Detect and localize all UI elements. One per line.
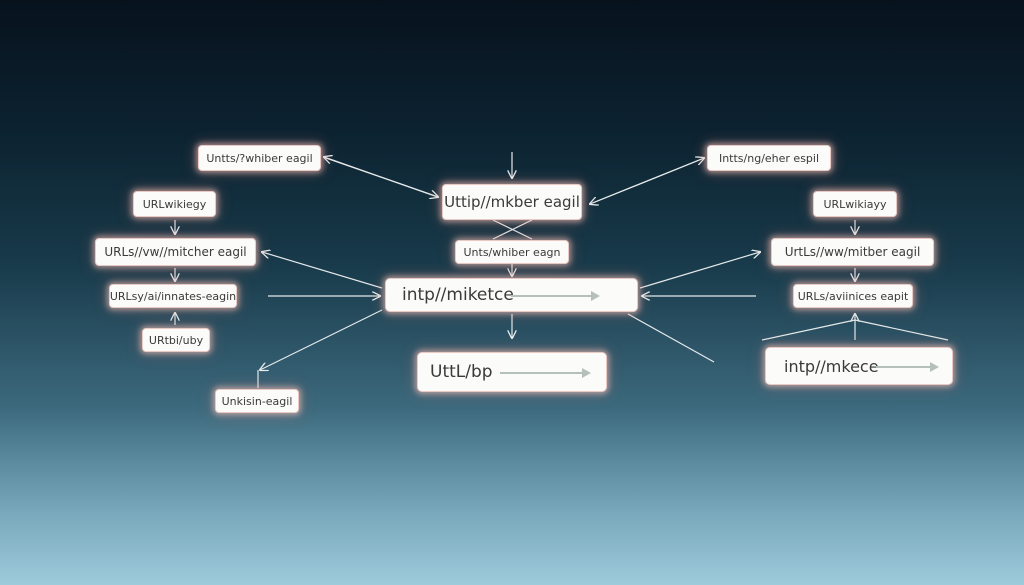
node-label: Untts/?whiber eagil bbox=[206, 151, 313, 165]
arrow-right-icon bbox=[876, 362, 939, 372]
node-center-bottom: UttL/bp bbox=[417, 352, 607, 392]
node-center-main: intp//miketce bbox=[385, 278, 638, 312]
node-left-2: URLs//vw//mitcher eagil bbox=[95, 238, 256, 266]
connector-arrow bbox=[260, 309, 383, 370]
connector-line bbox=[761, 319, 856, 341]
arrow-right-icon bbox=[511, 291, 600, 301]
connector-line bbox=[627, 313, 715, 363]
arrow-right-icon bbox=[500, 368, 591, 378]
node-label: intp//miketce bbox=[402, 285, 514, 305]
connector-arrow bbox=[325, 157, 438, 197]
node-label: URLs//vw//mitcher eagil bbox=[104, 245, 247, 259]
node-center-sub: Unts/whiber eagn bbox=[455, 240, 569, 264]
node-right-3: URLs/aviinices eapit bbox=[793, 284, 913, 308]
node-right-4: intp//mkece bbox=[765, 347, 953, 385]
connector-arrow bbox=[262, 252, 383, 289]
node-label: URLwikiegy bbox=[142, 197, 207, 211]
node-label: Unts/whiber eagn bbox=[463, 245, 561, 259]
node-right-1: URLwikiayy bbox=[813, 191, 897, 217]
node-left-5: Unkisin-eagil bbox=[215, 389, 299, 413]
node-label: UrtLs//ww/mitber eagil bbox=[784, 245, 921, 259]
node-left-1: URLwikiegy bbox=[133, 191, 216, 217]
node-top-left: Untts/?whiber eagil bbox=[198, 145, 321, 171]
node-right-2: UrtLs//ww/mitber eagil bbox=[771, 238, 934, 266]
node-label: URLsy/ai/innates-eagin bbox=[109, 289, 237, 303]
connector-line bbox=[854, 319, 949, 341]
node-top-right: Intts/ng/eher espil bbox=[707, 145, 831, 171]
node-center-top: Uttip//mkber eagil bbox=[442, 184, 582, 220]
node-label: Unkisin-eagil bbox=[221, 394, 293, 408]
connector-arrow bbox=[590, 158, 703, 204]
node-label: URLwikiayy bbox=[823, 197, 887, 211]
node-label: Uttip//mkber eagil bbox=[444, 193, 580, 211]
node-label: URtbi/uby bbox=[148, 333, 204, 347]
node-label: intp//mkece bbox=[784, 356, 879, 376]
connector-line bbox=[492, 219, 533, 240]
node-left-4: URtbi/uby bbox=[142, 328, 210, 352]
node-left-3: URLsy/ai/innates-eagin bbox=[109, 284, 237, 308]
node-label: URLs/aviinices eapit bbox=[797, 289, 909, 303]
node-label: UttL/bp bbox=[430, 362, 493, 382]
connector-arrow bbox=[639, 252, 760, 289]
node-label: Intts/ng/eher espil bbox=[718, 151, 820, 165]
